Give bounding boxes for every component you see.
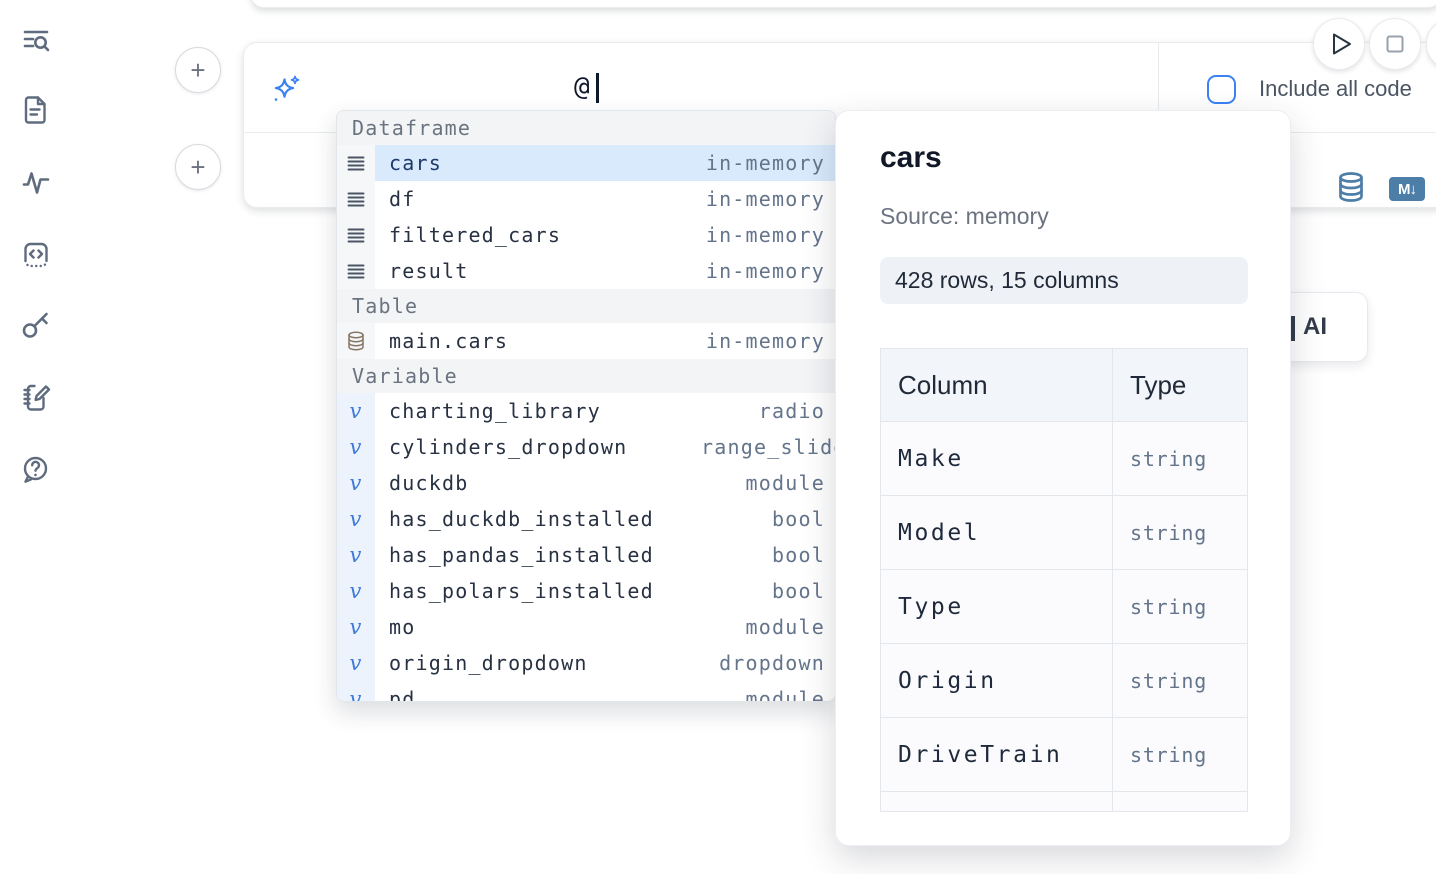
ai-prompt-input[interactable]: @ [574,72,590,102]
sidebar-item-search[interactable] [20,24,52,56]
dataframe-rows-icon [347,155,365,172]
completion-item-df[interactable]: df in-memory [337,181,835,217]
scratchpad-icon [20,381,52,413]
document-icon [20,94,52,126]
completion-item-pd[interactable]: v pd module [337,681,835,702]
key-icon [20,309,52,341]
table-row: Origin string [881,643,1247,717]
database-icon [1336,171,1366,203]
dataframe-rows-icon [347,227,365,244]
completion-section-header: Dataframe [337,111,835,145]
list-search-icon [20,24,52,56]
plus-icon: + [190,152,206,182]
variable-icon: v [349,471,363,495]
table-row: DriveTrain string [881,717,1247,791]
stop-button[interactable] [1369,18,1421,70]
include-all-code-section: Include all code [1158,43,1436,132]
sidebar-item-scratchpad[interactable] [20,381,52,413]
ai-button-label: AI [1303,313,1327,340]
completion-item-has_pandas_installed[interactable]: v has_pandas_installed bool [337,537,835,573]
run-button[interactable] [1313,18,1365,70]
variable-icon: v [349,435,363,459]
sidebar-item-files[interactable] [20,94,52,126]
completion-item-charting_library[interactable]: v charting_library radio [337,393,835,429]
schema-table: Column Type Make string Model string Typ… [880,348,1248,812]
include-all-code-label: Include all code [1259,76,1412,101]
include-all-code-checkbox[interactable] [1207,75,1236,104]
datasource-button[interactable] [1336,171,1366,203]
completion-item-cars[interactable]: cars in-memory [337,145,835,181]
variable-icon: v [349,507,363,531]
autocomplete-menu: Dataframe cars in-memory df in-memory [336,110,836,702]
table-row: Type string [881,569,1247,643]
code-block-icon [20,238,52,270]
panel-source: Source: memory [880,203,1049,229]
dataframe-rows-icon [347,191,365,208]
markdown-badge-button[interactable]: M↓ [1389,177,1425,201]
completion-item-origin_dropdown[interactable]: v origin_dropdown dropdown [337,645,835,681]
completion-item-filtered_cars[interactable]: filtered_cars in-memory [337,217,835,253]
completion-item-has_polars_installed[interactable]: v has_polars_installed bool [337,573,835,609]
sidebar-item-secrets[interactable] [20,309,52,341]
variable-icon: v [349,579,363,603]
add-cell-button-top[interactable]: + [175,47,221,93]
variable-icon: v [349,651,363,675]
dataframe-preview-panel: cars Source: memory 428 rows, 15 columns… [835,110,1291,846]
table-header-row: Column Type [881,349,1247,421]
variable-icon: v [349,399,363,423]
clipped-letter [1291,316,1295,341]
sidebar-item-snippets[interactable] [20,238,52,270]
completion-item-duckdb[interactable]: v duckdb module [337,465,835,501]
table-row: Model string [881,495,1247,569]
completion-item-mo[interactable]: v mo module [337,609,835,645]
activity-icon [20,166,52,198]
variable-icon: v [349,615,363,639]
completion-item-has_duckdb_installed[interactable]: v has_duckdb_installed bool [337,501,835,537]
help-icon [20,454,52,486]
dataframe-rows-icon [347,263,365,280]
add-cell-button-bottom[interactable]: + [175,144,221,190]
stop-icon [1369,18,1421,70]
completion-item-cylinders_dropdown[interactable]: v cylinders_dropdown range_slider [337,429,835,465]
previous-cell-edge [250,0,1436,8]
variable-icon: v [349,687,363,702]
panel-title: cars [880,141,942,174]
completion-section-header: Table [337,289,835,323]
table-row [881,791,1247,811]
completion-item-result[interactable]: result in-memory [337,253,835,289]
completion-item-main.cars[interactable]: main.cars in-memory [337,323,835,359]
completion-section-header: Variable [337,359,835,393]
sparkles-icon [271,75,301,105]
variable-icon: v [349,543,363,567]
table-row: Make string [881,421,1247,495]
shape-badge: 428 rows, 15 columns [880,257,1248,304]
table-database-icon [347,331,365,351]
sidebar-item-help[interactable] [20,454,52,486]
play-icon [1313,18,1365,70]
text-cursor [596,73,599,103]
sidebar-item-logs[interactable] [20,166,52,198]
plus-icon: + [190,55,206,85]
